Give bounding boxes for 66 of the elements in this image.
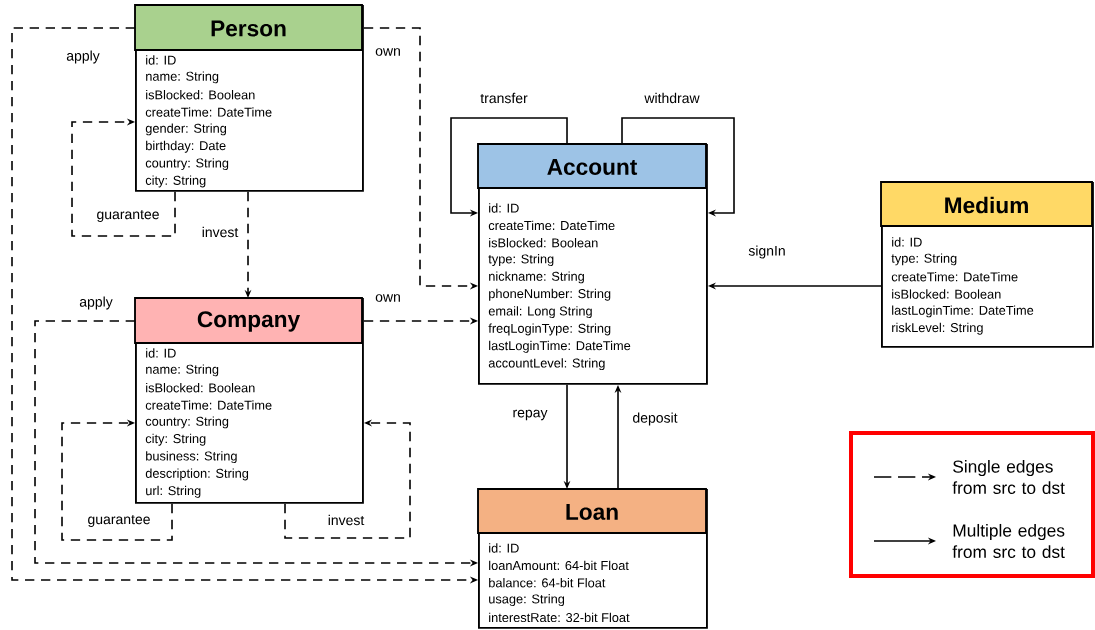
entity-box [477, 143, 708, 385]
attribute-text: country: String [145, 158, 229, 171]
attribute-text: freqLoginType: String [488, 323, 611, 336]
edge-label: invest [326, 513, 366, 527]
arrow [621, 117, 735, 217]
attribute-text: name: String [146, 364, 219, 377]
edge-label: withdraw [643, 91, 701, 105]
attribute-text: id: ID [489, 203, 519, 213]
attribute-text: id: ID [489, 543, 519, 553]
attribute-text: accountLevel: String [488, 358, 605, 371]
edge-label: own [373, 292, 403, 304]
entity-title: Medium [945, 196, 1028, 214]
attribute-text: isBlocked: Boolean [489, 238, 598, 248]
attribute-text: email: Long String [488, 306, 592, 319]
entity-title: Person [211, 20, 286, 37]
attribute-text: type: String [488, 254, 554, 266]
attribute-text: city: String [145, 175, 206, 188]
entity-title: Account [547, 159, 638, 175]
attribute-text: country: String [145, 416, 229, 429]
arrow [61, 419, 173, 541]
attribute-text: type: String [891, 253, 957, 266]
attribute-text: id: ID [146, 55, 176, 65]
edge-label: guarantee [86, 513, 152, 529]
attribute-text: url: String [146, 485, 201, 498]
attribute-text: nickname: String [489, 271, 584, 284]
attribute-text: loanAmount: 64-bit Float [489, 560, 629, 571]
attribute-text: id: ID [892, 237, 922, 247]
entity-box [134, 4, 364, 192]
attribute-text: business: String [146, 451, 237, 464]
attribute-text: interestRate: 32-bit Float [489, 612, 630, 623]
entity-box [880, 181, 1094, 348]
edge-label: repay [511, 408, 549, 422]
attribute-text: balance: 64-bit Float [489, 578, 606, 588]
entity-box [477, 488, 708, 629]
entity-title: Company [197, 311, 300, 332]
attribute-text: lastLoginTime: DateTime [892, 305, 1034, 318]
attribute-text: city: String [145, 433, 206, 446]
attribute-text: name: String [146, 71, 219, 84]
attribute-text: birthday: Date [146, 140, 226, 153]
edge-label: deposit [631, 411, 679, 427]
attribute-text: isBlocked: Boolean [892, 289, 1001, 299]
attribute-text: createTime: DateTime [891, 272, 1018, 282]
attribute-text: phoneNumber: String [489, 288, 611, 301]
edge-label: signIn [747, 244, 787, 260]
attribute-text: riskLevel: String [892, 322, 983, 335]
entity-box [134, 297, 364, 504]
attribute-text: createTime: DateTime [145, 400, 272, 410]
edge-label: apply [64, 49, 102, 65]
attribute-text: description: String [145, 468, 249, 481]
edge-label: invest [200, 225, 240, 239]
attribute-text: usage: String [489, 594, 565, 606]
attribute-text: createTime: DateTime [145, 107, 272, 117]
legend-text: Multiple edges from src to dst [952, 523, 1065, 558]
edge-label: transfer [478, 91, 530, 105]
edge-label: apply [77, 295, 115, 311]
attribute-text: createTime: DateTime [488, 220, 615, 231]
attribute-text: id: ID [146, 348, 176, 358]
legend-text: Single edges from src to dst [952, 459, 1065, 494]
edge-label: guarantee [95, 208, 161, 224]
attribute-text: lastLoginTime: DateTime [489, 340, 631, 353]
edge-label: own [373, 46, 403, 58]
attribute-text: isBlocked: Boolean [146, 90, 255, 100]
arrow [71, 118, 176, 237]
entity-title: Loan [566, 504, 618, 520]
attribute-text: gender: String [145, 123, 227, 136]
attribute-text: isBlocked: Boolean [146, 383, 255, 393]
